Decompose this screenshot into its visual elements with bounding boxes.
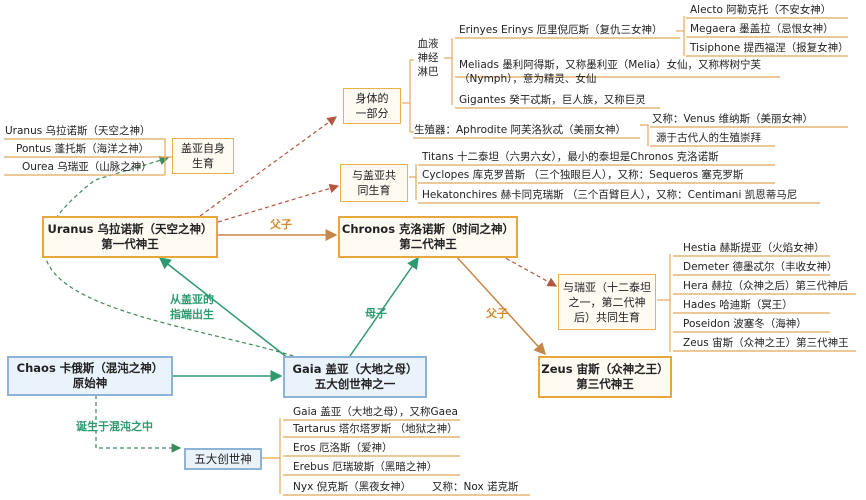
olympian-hades: Hades 哈迪斯（冥王） — [683, 299, 793, 311]
blood-l2: 神经 — [417, 52, 439, 64]
blood-l1: 血液 — [417, 38, 439, 50]
gaia-child-uranus: Uranus 乌拉诺斯（天空之神） — [5, 125, 151, 137]
chronos-name: Chronos 克洛诺斯（时间之神） — [341, 222, 515, 236]
edge-chronos-zeus — [454, 254, 547, 356]
chaos-title: 原始神 — [72, 376, 108, 390]
cyclopes-item: Cyclopes 库克罗普斯 （三个独眼巨人），又称：Sequeros 塞克罗斯 — [422, 169, 744, 181]
aphrodite-venus: 又称：Venus 维纳斯（美丽女神） — [652, 113, 813, 125]
uranus-name: Uranus 乌拉诺斯（天空之神） — [47, 222, 213, 236]
olympian-hera: Hera 赫拉（众神之后）第三代神后 — [683, 280, 848, 292]
edge-uranus-body — [199, 116, 337, 217]
with-rhea-l1: 与瑞亚（十二泰坦 — [563, 280, 651, 294]
creator-erebus: Erebus 厄瑞玻斯（黑暗之神） — [293, 461, 438, 473]
tree-lines — [4, 16, 856, 496]
zeus-title: 第三代神王 — [576, 377, 634, 391]
gaia-self-birth-l1: 盖亚自身 — [181, 142, 225, 155]
aphrodite-origin: 源于古代人的生殖崇拜 — [656, 132, 761, 144]
edge-gaia-chronos — [349, 256, 419, 357]
gaia-self-birth-l2: 生育 — [192, 157, 214, 170]
blood-child-meliads: Meliads 墨利阿得斯，又称墨利亚（Melia）女仙，又称梣树宁芙（Nymp… — [459, 59, 762, 85]
erinyes-megaera: Megaera 墨盖拉（忌恨女神） — [690, 23, 834, 35]
titans-item: Titans 十二泰坦（六男六女），最小的泰坦是Chronos 克洛诺斯 — [422, 151, 719, 163]
with-gaia-l1: 与盖亚共 — [352, 169, 396, 182]
gaia-name: Gaia 盖亚（大地之母） — [292, 362, 418, 376]
blood-l3: 淋巴 — [417, 66, 439, 78]
gaia-title: 五大创世神之一 — [314, 377, 396, 391]
gaia-node[interactable]: Gaia 盖亚（大地之母） 五大创世神之一 — [283, 356, 427, 398]
edge-chronos-withrhea — [499, 254, 558, 287]
erinyes-alecto: Alecto 阿勒克托（不安女神） — [690, 4, 832, 16]
creator-gaia: Gaia 盖亚（大地之母），又称Gaea — [293, 406, 458, 418]
hekatonchires-item: Hekatonchires 赫卡同克瑞斯 （三个百臂巨人），又称：Centima… — [422, 189, 798, 201]
body-part-l2: 一部分 — [355, 107, 389, 120]
with-gaia-l2: 同生育 — [357, 184, 391, 197]
olympian-poseidon: Poseidon 波塞冬（海神） — [683, 318, 807, 330]
label-chronos-zeus: 父子 — [486, 307, 508, 320]
gaia-child-ourea: Ourea 乌瑞亚（山脉之神） — [22, 161, 152, 173]
uranus-node[interactable]: Uranus 乌拉诺斯（天空之神） 第一代神王 — [42, 216, 218, 258]
creator-nyx: Nyx 倪克斯（黑夜女神） — [293, 481, 412, 493]
uranus-title: 第一代神王 — [101, 237, 159, 251]
chaos-node[interactable]: Chaos 卡俄斯（混沌之神） 原始神 — [7, 356, 173, 396]
reproductive-aphrodite: 生殖器：Aphrodite 阿芙洛狄忒（美丽女神） — [414, 124, 627, 136]
five-creators-label: 五大创世神 — [194, 451, 252, 466]
edge-gaia-selfbirth — [44, 155, 301, 359]
olympian-zeus: Zeus 宙斯（众神之王）第三代神王 — [683, 337, 849, 349]
creator-eros: Eros 厄洛斯（爱神） — [293, 442, 393, 454]
olympian-demeter: Demeter 德墨忒尔（丰收女神） — [683, 261, 838, 273]
label-gaia-uranus-l2: 指端出生 — [170, 308, 214, 321]
blood-node[interactable]: 血液 神经 淋巴 — [412, 34, 444, 82]
edge-gaia-uranus — [158, 257, 294, 363]
gaia-self-birth-node[interactable]: 盖亚自身 生育 — [172, 138, 234, 174]
creator-tartarus: Tartarus 塔尔塔罗斯 （地狱之神） — [293, 423, 458, 435]
with-rhea-l2: 之一，第二代神 — [568, 295, 646, 309]
chronos-node[interactable]: Chronos 克洛诺斯（时间之神） 第二代神王 — [338, 216, 518, 258]
body-part-node[interactable]: 身体的 一部分 — [343, 88, 401, 124]
label-uranus-chronos: 父子 — [270, 218, 292, 231]
blood-child-gigantes: Gigantes 癸干忒斯，巨人族，又称巨灵 — [459, 94, 646, 106]
with-gaia-node[interactable]: 与盖亚共 同生育 — [340, 164, 408, 202]
label-gaia-uranus-l1: 从盖亚的 — [170, 293, 214, 306]
olympian-hestia: Hestia 赫斯提亚（火焰女神） — [683, 242, 825, 254]
body-part-l1: 身体的 — [355, 92, 389, 105]
label-gaia-chronos: 母子 — [365, 307, 387, 320]
nyx-alias: 又称：Nox 诺克斯 — [432, 481, 519, 493]
zeus-name: Zeus 宙斯（众神之王） — [541, 362, 669, 376]
with-rhea-l3: 后）共同生育 — [574, 310, 640, 324]
chronos-title: 第二代神王 — [399, 237, 457, 251]
chaos-name: Chaos 卡俄斯（混沌之神） — [16, 361, 164, 375]
with-rhea-node[interactable]: 与瑞亚（十二泰坦 之一，第二代神 后）共同生育 — [558, 274, 656, 330]
gaia-child-pontus: Pontus 蓬托斯（海洋之神） — [16, 143, 150, 155]
five-creators-node[interactable]: 五大创世神 — [184, 448, 262, 470]
edge-chaos-creators — [95, 395, 182, 453]
zeus-node[interactable]: Zeus 宙斯（众神之王） 第三代神王 — [538, 356, 672, 398]
blood-child-erinyes: Erinyes Erinys 厄里倪厄斯（复仇三女神） — [459, 24, 663, 36]
label-chaos-creators: 诞生于混沌之中 — [76, 420, 153, 433]
erinyes-tisiphone: Tisiphone 提西福涅（报复女神） — [690, 42, 849, 54]
